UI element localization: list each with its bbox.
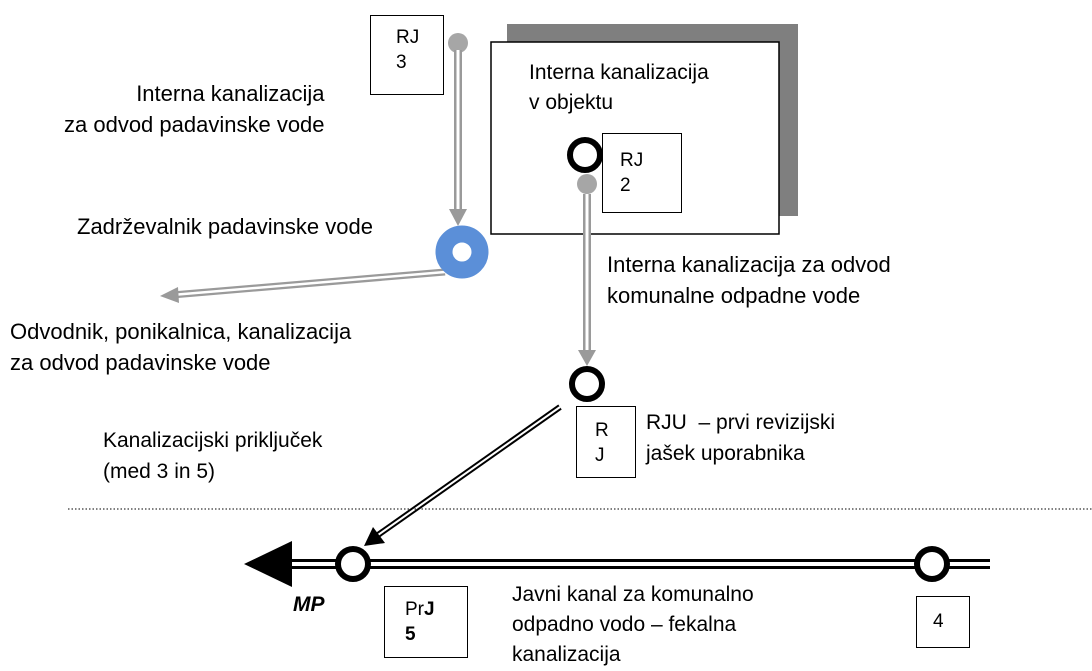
prj5-pr: Pr — [405, 599, 424, 620]
rj2-ring — [567, 137, 603, 173]
manhole-4-ring — [914, 546, 950, 582]
box-4-label: 4 — [933, 611, 944, 632]
public-sewer-label: Javni kanal za komunalno odpadno vodo – … — [512, 583, 754, 666]
retention-label: Zadrževalnik padavinske vode — [77, 214, 373, 239]
rju-ring — [569, 366, 605, 402]
internal-communal-label: Interna kanalizacija za odvod komunalne … — [607, 252, 891, 308]
rju-description: RJU – prvi revizijski jašek uporabnika — [646, 411, 836, 465]
communal-pipe — [578, 194, 596, 366]
building-label: Interna kanalizacija v objektu — [529, 61, 709, 114]
mp-ring — [335, 546, 371, 582]
public-sewer-pipe — [244, 541, 990, 587]
box-4: 4 — [916, 596, 970, 648]
retention-tank-node — [435, 225, 489, 279]
rain-pipe — [449, 50, 467, 226]
rj2-label: RJ 2 — [620, 150, 644, 196]
rj3-node — [448, 33, 468, 53]
prj5-box: PrJ 5 — [384, 586, 468, 658]
prj5-line2: 5 — [405, 622, 416, 647]
mp-label: MP — [293, 593, 325, 616]
drain-pipe — [160, 268, 446, 303]
rj2-node — [577, 174, 597, 194]
rj2-box: RJ 2 — [602, 133, 682, 213]
internal-rain-label: Interna kanalizacija za odvod padavinske… — [64, 81, 325, 137]
rj3-label: RJ 3 — [396, 27, 420, 73]
prj5-line1: PrJ — [405, 597, 435, 622]
rj3-box: RJ 3 — [370, 15, 444, 95]
connection-label: Kanalizacijski priključek (med 3 in 5) — [103, 429, 323, 483]
rju-box: R J — [576, 406, 636, 478]
drain-label: Odvodnik, ponikalnica, kanalizacija za o… — [10, 319, 352, 375]
prj5-j: J — [424, 599, 435, 620]
prj5-5: 5 — [405, 624, 416, 645]
rju-box-label: R J — [595, 420, 609, 466]
connection-pipe — [364, 404, 562, 546]
